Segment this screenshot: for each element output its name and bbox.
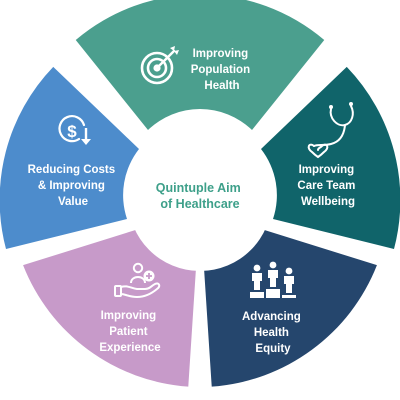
svg-text:Quintuple Aim of Healt: Quintuple Aim of Healthcare: [156, 181, 244, 211]
segment-patient-experience: Improving Patient Experience: [23, 228, 196, 387]
svg-text:Reducing Costs & Impro: Reducing Costs & Improving Value: [28, 164, 119, 208]
segment-health-equity: Advancing Health Equity: [204, 228, 377, 387]
center-hub: Quintuple Aim of Healthcare: [128, 127, 272, 271]
segment-care-team-wellbeing-shape: [261, 66, 400, 249]
segment-patient-experience-shape: [23, 228, 196, 387]
segment-population-health-shape: [75, 0, 325, 130]
dollar-down-icon: $: [58, 115, 91, 145]
segment-reducing-costs-shape: [0, 66, 139, 249]
segment-patient-experience-line-1: Improving: [101, 310, 157, 322]
svg-text:Improving Care Team: Improving Care Team Wellbeing: [297, 164, 358, 208]
patient-care-icon: [114, 262, 161, 298]
segment-reducing-costs: $ Reducing Costs & Improving Value: [0, 66, 139, 249]
segment-population-health-line-3: Health: [204, 80, 239, 92]
segment-reducing-costs-line-3: Value: [58, 196, 88, 208]
svg-text:Advancing Health: Advancing Health Equity: [242, 311, 304, 355]
segment-reducing-costs-line-2: & Improving: [38, 180, 105, 192]
svg-text:Improving Patient: Improving Patient Experience: [99, 310, 160, 354]
segment-population-health-line-1: Improving: [193, 48, 249, 60]
segment-reducing-costs-line-1: Reducing Costs: [28, 164, 116, 176]
segment-care-team-wellbeing-line-2: Care Team: [297, 180, 355, 192]
segment-patient-experience-line-3: Experience: [99, 342, 160, 354]
segment-care-team-wellbeing-line-1: Improving: [299, 164, 355, 176]
segment-health-equity-shape: [204, 228, 377, 387]
segment-health-equity-line-1: Advancing: [242, 311, 301, 323]
center-circle: [128, 127, 272, 271]
segment-population-health-line-2: Population: [191, 64, 250, 76]
people-on-steps-icon: [250, 261, 296, 298]
segment-care-team-wellbeing-line-3: Wellbeing: [301, 196, 355, 208]
segment-population-health: Improving Population Health: [75, 0, 325, 130]
segment-health-equity-line-3: Equity: [255, 343, 291, 355]
segment-health-equity-line-2: Health: [254, 327, 289, 339]
svg-text:$: $: [67, 122, 77, 141]
target-icon: [140, 46, 179, 85]
segment-patient-experience-line-2: Patient: [109, 326, 148, 338]
stethoscope-icon: [307, 102, 354, 159]
center-title-line-2: of Healthcare: [160, 197, 239, 211]
segment-care-team-wellbeing: Improving Care Team Wellbeing: [261, 66, 400, 249]
svg-text:Improving Population: Improving Population Health: [191, 48, 254, 92]
center-title-line-1: Quintuple Aim: [156, 181, 241, 195]
